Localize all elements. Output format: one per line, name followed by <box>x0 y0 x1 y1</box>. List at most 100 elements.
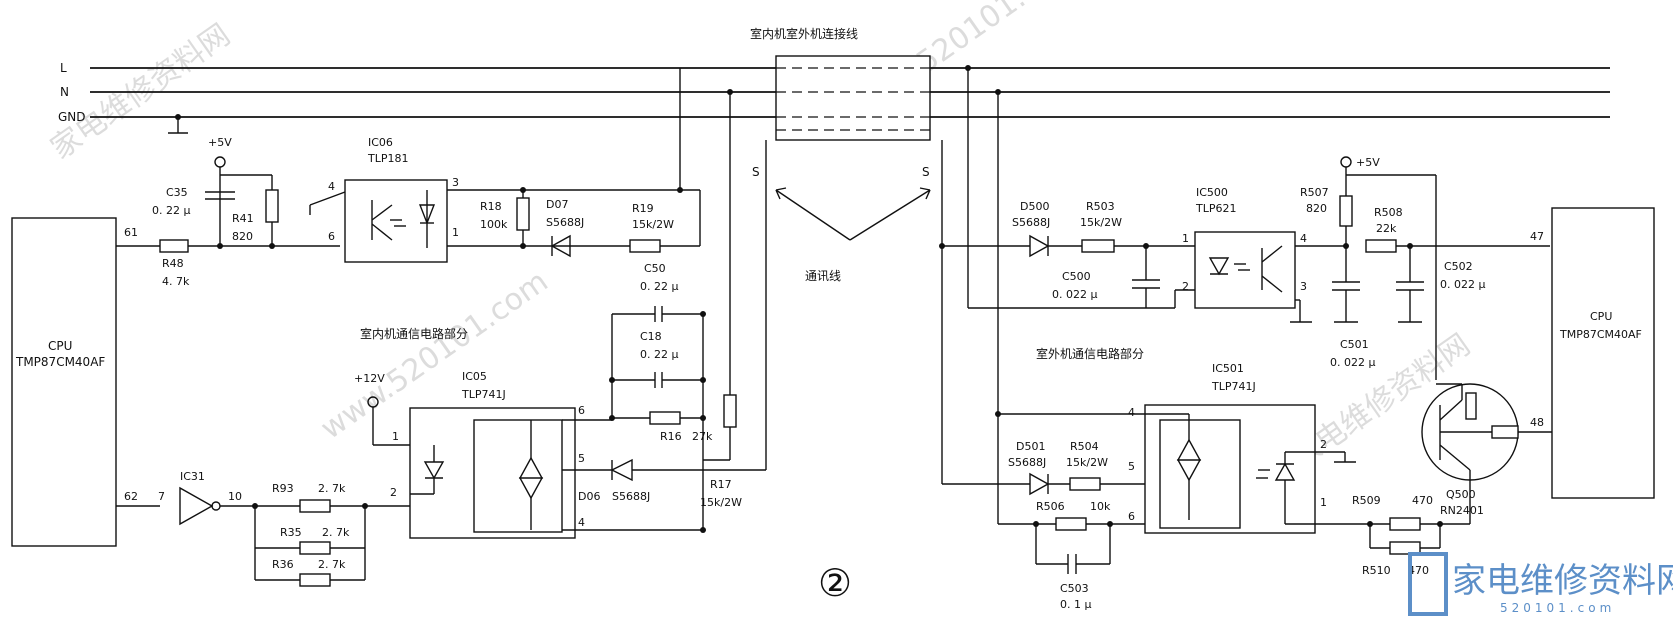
r17-ref: R17 <box>710 478 732 491</box>
c35-ref: C35 <box>166 186 188 199</box>
q500-model: RN2401 <box>1440 504 1484 517</box>
q500-ref: Q500 <box>1446 488 1476 501</box>
logo-text: 家电维修资料网 <box>1452 561 1673 601</box>
r509-resistor <box>1389 517 1421 531</box>
ic05-pin4: 4 <box>578 516 585 529</box>
r506-value: 10k <box>1090 500 1111 513</box>
indoor-cpu-model: TMP87CM40AF <box>15 355 105 369</box>
ic05-pin2: 2 <box>390 486 397 499</box>
indoor-transmit-filter: C50 0. 22 μ C18 0. 22 μ R16 27k <box>609 262 713 530</box>
indoor-cpu-label: CPU <box>48 339 72 353</box>
c35-value: 0. 22 μ <box>152 204 190 217</box>
r503-ref: R503 <box>1086 200 1115 213</box>
ic06-pin4: 4 <box>328 180 335 193</box>
r507-resistor <box>1339 195 1353 227</box>
ic500-pin1: 1 <box>1182 232 1189 245</box>
r18-value: 100k <box>480 218 508 231</box>
outdoor-bus-taps <box>939 65 1001 524</box>
r504-ref: R504 <box>1070 440 1099 453</box>
r508-resistor <box>1365 239 1397 253</box>
r93-ref: R93 <box>272 482 294 495</box>
ic501-pin6: 6 <box>1128 510 1135 523</box>
r16-value: 27k <box>692 430 713 443</box>
indoor-section-title: 室内机通信电路部分 <box>360 326 468 341</box>
indoor-transmit-driver: 7 IC31 10 R93 2. 7k R35 2. 7k R36 2. 7k <box>116 470 410 587</box>
outdoor-5v-terminal <box>1340 156 1352 168</box>
r510-value: 470 <box>1408 564 1429 577</box>
r19-value: 15k/2W <box>632 218 674 231</box>
r41-value: 820 <box>232 230 253 243</box>
c501-ref: C501 <box>1340 338 1369 351</box>
ic500-optocoupler: IC500 TLP621 1 2 4 3 <box>1182 186 1346 323</box>
c18-ref: C18 <box>640 330 662 343</box>
q500-transistor: Q500 RN2401 <box>1421 383 1552 524</box>
r17-value: 15k/2W <box>700 496 742 509</box>
r18-ref: R18 <box>480 200 502 213</box>
ic500-pin4: 4 <box>1300 232 1307 245</box>
indoor-r17: R17 15k/2W <box>700 89 767 509</box>
ic501-pin2: 2 <box>1320 438 1327 451</box>
d06-diode <box>610 458 633 482</box>
ic501-photo-triac: IC501 TLP741J 4 5 6 2 1 <box>998 362 1356 534</box>
outdoor-receive-bias: +5V R507 820 C501 0. 022 μ R508 22k C502… <box>1300 156 1550 380</box>
ic500-pin3: 3 <box>1300 280 1307 293</box>
r507-value: 820 <box>1306 202 1327 215</box>
r16-ref: R16 <box>660 430 682 443</box>
r93-value: 2. 7k <box>318 482 346 495</box>
ic06-optocoupler: IC06 TLP181 4 6 3 1 <box>309 136 700 263</box>
outdoor-5v-label: +5V <box>1356 156 1380 169</box>
r509-value: 470 <box>1412 494 1433 507</box>
r504-value: 15k/2W <box>1066 456 1108 469</box>
outdoor-transmit-path: D501 S5688J R504 15k/2W R506 10k C503 0.… <box>942 440 1145 611</box>
ic31-ref: IC31 <box>180 470 205 483</box>
ic05-pin1: 1 <box>392 430 399 443</box>
d07-ref: D07 <box>546 198 568 211</box>
indoor-12v: +12V 1 <box>354 372 410 446</box>
figure-number: ② <box>818 561 852 605</box>
ic06-pin3: 3 <box>452 176 459 189</box>
connection-cable-title: 室内机室外机连接线 <box>750 26 858 41</box>
ic501-model: TLP741J <box>1211 380 1256 393</box>
r506-resistor <box>1055 517 1087 531</box>
d501-diode <box>1029 472 1050 496</box>
comm-line-label: 通讯线 <box>805 269 841 283</box>
q500-bias-resistor <box>1465 392 1477 420</box>
indoor-cpu: CPU TMP87CM40AF 61 62 <box>11 217 138 547</box>
s-terminal-right: S <box>922 165 930 179</box>
ic31-inverter <box>179 486 214 526</box>
bus-label-n: N <box>60 85 69 99</box>
outdoor-section-title: 室外机通信电路部分 <box>1036 346 1144 361</box>
d07-model: S5688J <box>546 216 584 229</box>
ic500-pin2: 2 <box>1182 280 1189 293</box>
ic501-pin4: 4 <box>1128 406 1135 419</box>
r507-ref: R507 <box>1300 186 1329 199</box>
ic500-ref: IC500 <box>1196 186 1228 199</box>
d07-diode <box>550 234 571 258</box>
logo-mark <box>1408 552 1448 616</box>
ic05-pin6: 6 <box>578 404 585 417</box>
r93-resistor <box>299 499 331 513</box>
r503-resistor <box>1081 239 1115 253</box>
c502-ref: C502 <box>1444 260 1473 273</box>
ic501-ref: IC501 <box>1212 362 1244 375</box>
r506-ref: R506 <box>1036 500 1065 513</box>
r36-ref: R36 <box>272 558 294 571</box>
d06-ref: D06 <box>578 490 600 503</box>
outdoor-r509-r510: R509 470 R510 470 <box>1285 494 1470 577</box>
d06-model: S5688J <box>612 490 650 503</box>
ic05-pin5: 5 <box>578 452 585 465</box>
d500-model: S5688J <box>1012 216 1050 229</box>
d500-diode <box>1029 234 1050 258</box>
ic05-photo-triac: IC05 TLP741J 2 6 5 4 D06 S5688J <box>390 370 706 539</box>
ic05-ref: IC05 <box>462 370 487 383</box>
logo-sub: 520101.com <box>1500 601 1615 615</box>
bus-label-gnd: GND <box>58 110 86 124</box>
r35-resistor <box>299 541 331 555</box>
indoor-receive-path: R48 4. 7k +5V C35 0. 22 μ R41 820 <box>116 136 340 288</box>
r41-resistor <box>265 189 279 223</box>
ic06-ref: IC06 <box>368 136 393 149</box>
ic05-model: TLP741J <box>461 388 506 401</box>
outdoor-receive-path: D500 S5688J R503 15k/2W C500 0. 022 μ <box>942 200 1195 309</box>
r36-resistor <box>299 573 331 587</box>
